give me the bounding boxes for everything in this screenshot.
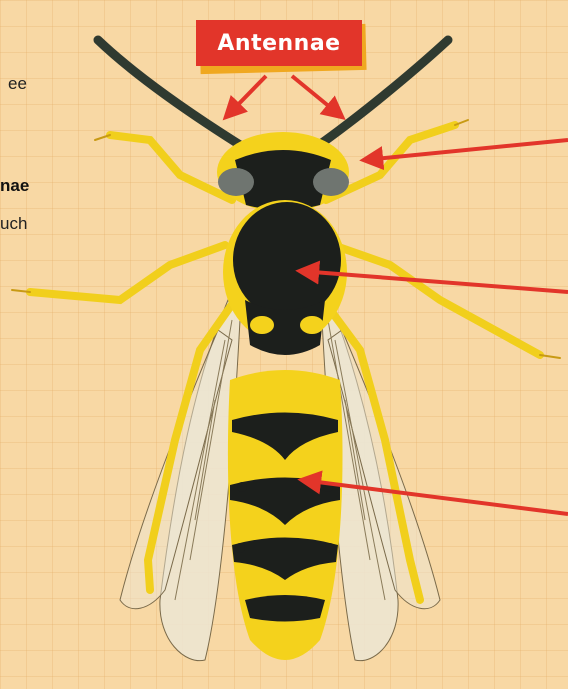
antennae-label-text: Antennae: [217, 31, 340, 56]
antennae-label: Antennae: [196, 20, 362, 66]
arrow-antenna-left: [226, 76, 266, 117]
left-eye: [218, 168, 254, 196]
right-eye: [313, 168, 349, 196]
arrow-antenna-right: [292, 76, 342, 117]
arrow-head: [364, 140, 568, 160]
